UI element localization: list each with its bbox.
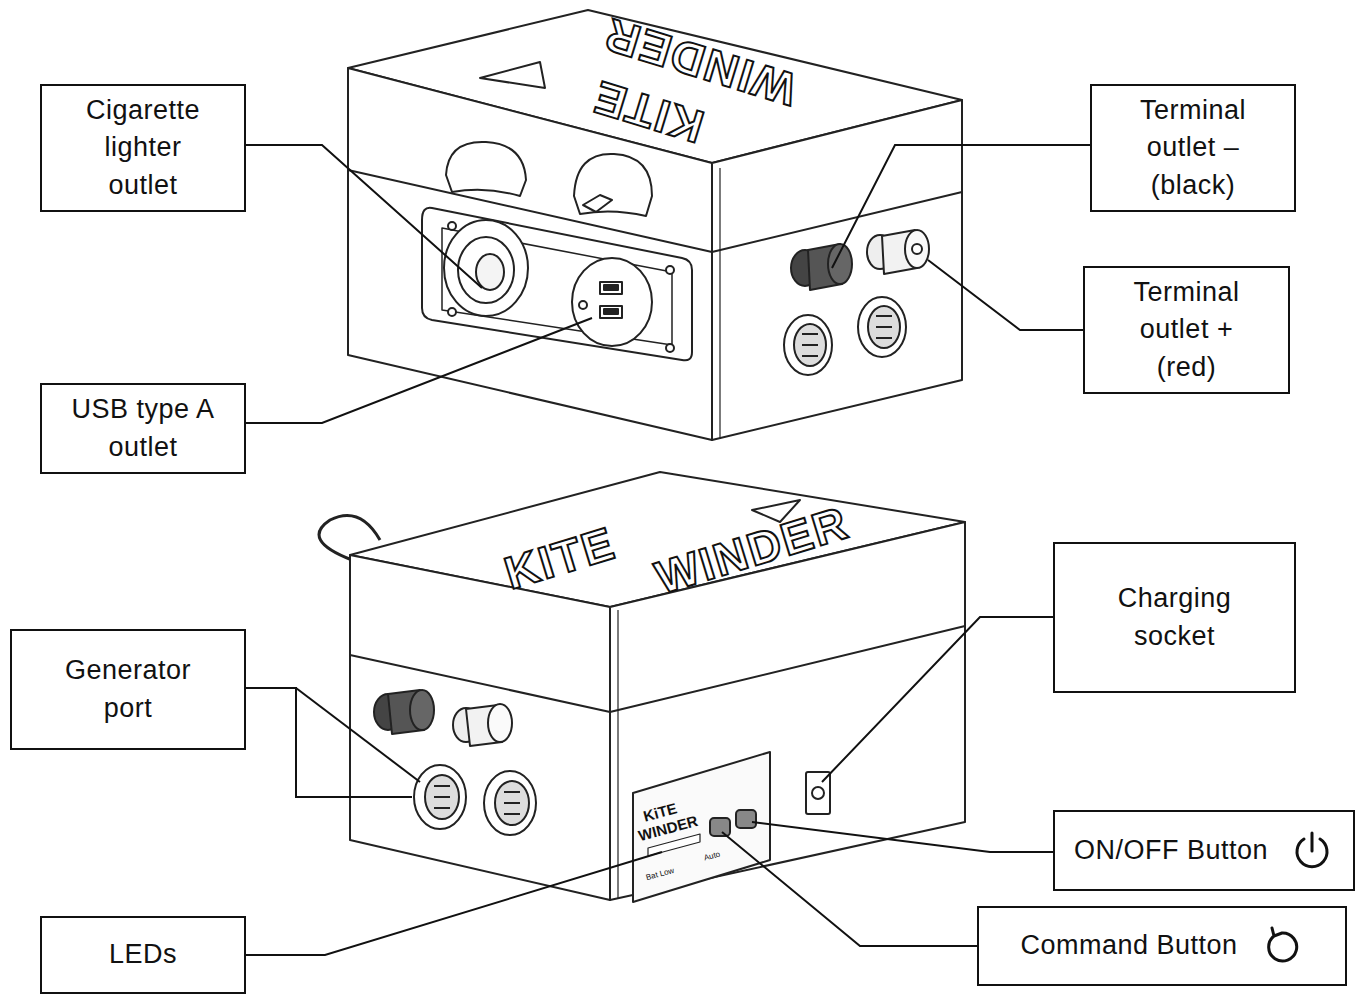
callout-box: Terminal outlet + (red): [1083, 266, 1290, 394]
round-port: [858, 297, 906, 357]
panel-label: Bat Low: [645, 866, 675, 882]
panel-label: Auto: [703, 850, 721, 863]
usb-cover: [574, 154, 652, 216]
callout-box: Terminal outlet – (black): [1090, 84, 1296, 212]
rotate-icon: [1260, 924, 1304, 968]
socket-cover: [446, 142, 526, 196]
callout-text: USB type A outlet: [50, 391, 236, 466]
callout-text: ON/OFF Button: [1074, 832, 1268, 869]
callout-box: Charging socket: [1053, 542, 1296, 693]
callout-box: Cigarette lighter outlet: [40, 84, 246, 212]
command-button: [710, 818, 730, 836]
box-right-face: [712, 100, 962, 440]
lid-seam: [350, 626, 965, 712]
callout-text: Command Button: [1020, 927, 1237, 964]
cigarette-socket: [444, 220, 528, 316]
callout-box: Generator port: [10, 629, 246, 750]
callout-box: ON/OFF Button: [1053, 810, 1355, 891]
socket-panel: [422, 208, 692, 361]
callout-text: Cigarette lighter outlet: [76, 92, 210, 204]
terminal-red: [867, 230, 929, 274]
callout-text: Charging socket: [1095, 580, 1254, 655]
usb-socket: [572, 258, 652, 346]
box-left-face: [350, 555, 610, 900]
kite-logo: [480, 62, 545, 88]
round-port: [784, 315, 832, 375]
callout-box: LEDs: [40, 916, 246, 994]
callout-text: Generator port: [52, 652, 204, 727]
callout-box: USB type A outlet: [40, 383, 246, 474]
box-left-face: [348, 68, 712, 440]
callout-text: LEDs: [109, 936, 177, 973]
terminal-black: [374, 690, 434, 734]
brand-text: WINDER: [649, 495, 855, 605]
terminal-red: [453, 704, 512, 746]
callout-box: Command Button: [977, 906, 1347, 986]
round-port: [484, 771, 536, 835]
callout-text: Terminal outlet + (red): [1115, 274, 1258, 386]
leader-lines: [246, 145, 1090, 955]
power-icon: [1290, 829, 1334, 873]
onoff-button: [736, 810, 756, 828]
generator-port: [414, 765, 466, 829]
callout-text: Terminal outlet – (black): [1122, 92, 1264, 204]
brand-text: KITE: [498, 516, 622, 601]
terminal-black: [791, 244, 852, 290]
control-panel: [633, 752, 770, 902]
